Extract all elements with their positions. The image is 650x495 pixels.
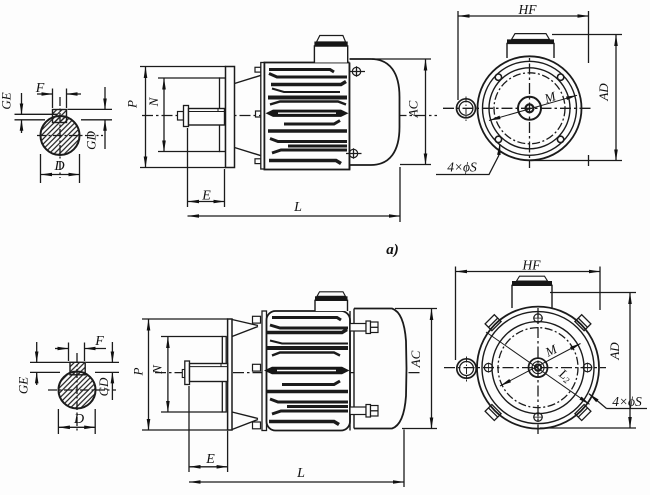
svg-text:F: F <box>94 334 104 349</box>
svg-text:GE: GE <box>16 377 31 394</box>
svg-text:D: D <box>53 159 64 174</box>
svg-text:L: L <box>293 200 302 215</box>
svg-text:E: E <box>205 452 215 467</box>
svg-text:HF: HF <box>522 258 542 273</box>
svg-text:E: E <box>201 189 211 204</box>
svg-text:GD: GD <box>84 131 99 150</box>
svg-text:GD: GD <box>96 377 111 396</box>
svg-text:N: N <box>146 96 161 107</box>
svg-text:P: P <box>131 367 146 376</box>
svg-text:AC: AC <box>408 350 423 368</box>
svg-text:D: D <box>73 412 84 427</box>
svg-text:a): a) <box>386 242 399 258</box>
svg-text:HF: HF <box>518 2 538 17</box>
svg-text:AC: AC <box>406 100 421 118</box>
svg-text:P: P <box>125 100 140 109</box>
svg-text:4×ϕS: 4×ϕS <box>612 394 642 409</box>
svg-text:L: L <box>296 466 305 481</box>
svg-text:M: M <box>542 341 560 360</box>
svg-text:AD: AD <box>596 83 611 102</box>
svg-text:M: M <box>542 88 559 106</box>
svg-text:AD: AD <box>607 342 622 361</box>
svg-text:F: F <box>35 81 45 96</box>
svg-text:N: N <box>149 364 164 375</box>
svg-text:GE: GE <box>0 92 14 109</box>
svg-text:4×ϕS: 4×ϕS <box>447 160 477 175</box>
